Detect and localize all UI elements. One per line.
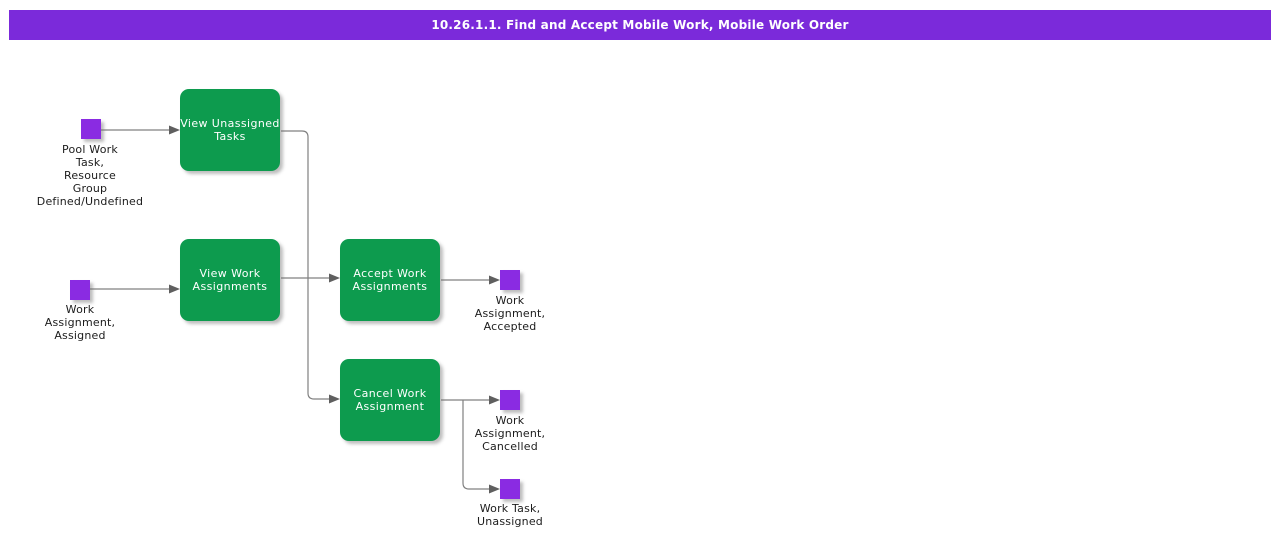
event-square-work-assignment-accepted[interactable] [500,270,520,290]
connector-cancel-to-cancelled [441,395,500,405]
event-square-work-assignment-cancelled[interactable] [500,390,520,410]
event-label-pool-work-task: Pool Work Task, Resource Group Defined/U… [36,143,144,208]
connector-view-unassigned-to-cancel [281,130,340,404]
event-square-work-task-unassigned[interactable] [500,479,520,499]
connector-accept-to-accepted [441,275,500,285]
activity-accept-work-assignments[interactable]: Accept Work Assignments [340,239,440,321]
event-square-pool-work-task[interactable] [81,119,101,139]
event-square-work-assignment-assigned[interactable] [70,280,90,300]
connector-view-work-to-accept [281,273,340,283]
activity-view-work-assignments[interactable]: View Work Assignments [180,239,280,321]
event-label-work-assignment-accepted: Work Assignment, Accepted [474,294,546,333]
connector-pool-to-view-unassigned [101,125,180,135]
activity-cancel-work-assignment[interactable]: Cancel Work Assignment [340,359,440,441]
event-label-work-task-unassigned: Work Task, Unassigned [477,502,543,528]
diagram-title-bar: 10.26.1.1. Find and Accept Mobile Work, … [9,10,1271,40]
activity-view-unassigned-tasks[interactable]: View Unassigned Tasks [180,89,280,171]
event-label-work-assignment-cancelled: Work Assignment, Cancelled [474,414,546,453]
connector-cancel-to-unassigned [462,400,500,494]
connector-assigned-to-view-work [90,284,180,294]
event-label-work-assignment-assigned: Work Assignment, Assigned [44,303,116,342]
